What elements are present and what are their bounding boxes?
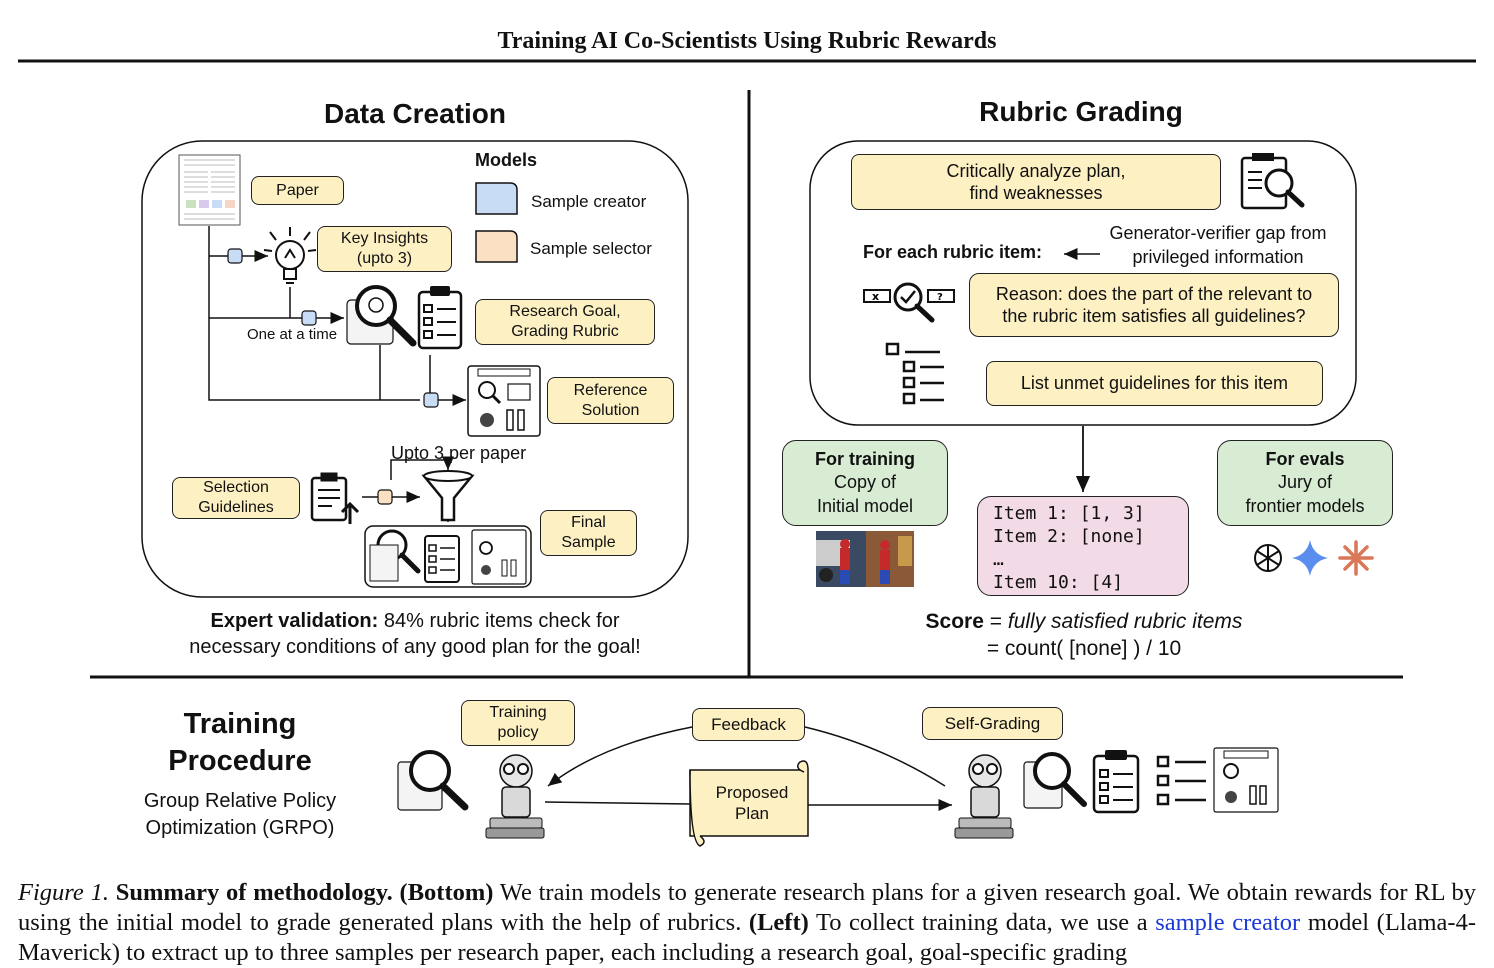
legend-selector-shape (475, 230, 518, 263)
figure-frame: x ? (18, 59, 1476, 847)
item-line: Item 2: [none] (993, 526, 1145, 547)
sample-creator-link[interactable]: sample creator (1155, 909, 1301, 936)
checklist-icon (885, 342, 944, 405)
legend-creator-shape (475, 182, 518, 215)
research-goal-icon (397, 750, 469, 811)
rubric-frame (809, 140, 1357, 426)
data-creation-frame (141, 140, 689, 598)
funnel-icon (421, 474, 475, 522)
paper-title: Training AI Co-Scientists Using Rubric R… (497, 28, 997, 54)
models-heading: Models (475, 150, 538, 170)
score-formula: Score = fully satisfied rubric items = c… (925, 610, 1243, 660)
reason-box: Reason: does the part of the relevant to… (969, 273, 1339, 337)
paper-box: Paper (251, 176, 344, 205)
clipboard-upload-icon (310, 472, 360, 524)
self-grading-box: Self-Grading (922, 707, 1063, 740)
rubric-items-output: Item 1: [1, 3] Item 2: [none] … Item 10:… (977, 496, 1189, 596)
plan-line-in (544, 801, 691, 805)
grader-robot-icon (954, 754, 1014, 839)
item-line: … (993, 549, 1004, 570)
item-line: Item 1: [1, 3] (993, 503, 1145, 524)
gemini-logo-icon (1292, 540, 1328, 576)
key-insights-box: Key Insights(upto 3) (317, 226, 452, 272)
openai-logo-icon (1254, 544, 1282, 572)
expert-validation-note: Expert validation: 84% rubric items chec… (189, 610, 641, 658)
data-creation-heading: Data Creation (323, 98, 507, 129)
one-at-a-time-label: One at a time (247, 326, 338, 343)
for-each-rubric-label: For each rubric item: (863, 242, 1043, 262)
paper-thumbnail-icon (178, 154, 241, 226)
self-grading-icons (1023, 747, 1279, 814)
claude-logo-icon (1338, 540, 1374, 576)
figure-caption: Figure 1. Summary of methodology. (Botto… (18, 879, 1477, 966)
research-plan-doc-icon (467, 365, 541, 437)
final-sample-bundle-icon (364, 525, 532, 588)
proposed-plan-scroll (689, 760, 809, 847)
goal-rubric-icon (346, 285, 463, 350)
selector-node (377, 489, 393, 505)
analysis-report-icon (1240, 153, 1305, 210)
legend-creator-label: Sample creator (531, 192, 647, 211)
spiderman-meme-image (816, 531, 914, 587)
upto-3-label: Upto 3 per paper (391, 443, 527, 463)
feedback-arrow-left (547, 726, 693, 787)
legend-selector-label: Sample selector (530, 239, 652, 258)
item-line: Item 10: [4] (993, 572, 1124, 593)
funnel-rim (423, 470, 473, 482)
creator-node-3 (423, 392, 439, 408)
lightbulb-icon (263, 227, 317, 284)
rubric-grading-heading: Rubric Grading (979, 96, 1183, 127)
creator-node-2 (301, 310, 317, 326)
data-flow-lines (208, 226, 466, 522)
feedback-arrow-right (804, 726, 946, 787)
svg-text:x: x (872, 290, 879, 303)
feedback-box: Feedback (692, 708, 805, 741)
analyze-plan-box: Critically analyze plan,find weaknesses (851, 154, 1221, 210)
svg-text:?: ? (937, 292, 943, 303)
verify-check-icon: x ? (863, 282, 955, 323)
goal-rubric-box: Research Goal,Grading Rubric (475, 299, 655, 345)
creator-node-1 (227, 248, 243, 264)
policy-robot-icon (485, 754, 545, 839)
list-unmet-box: List unmet guidelines for this item (986, 361, 1323, 406)
